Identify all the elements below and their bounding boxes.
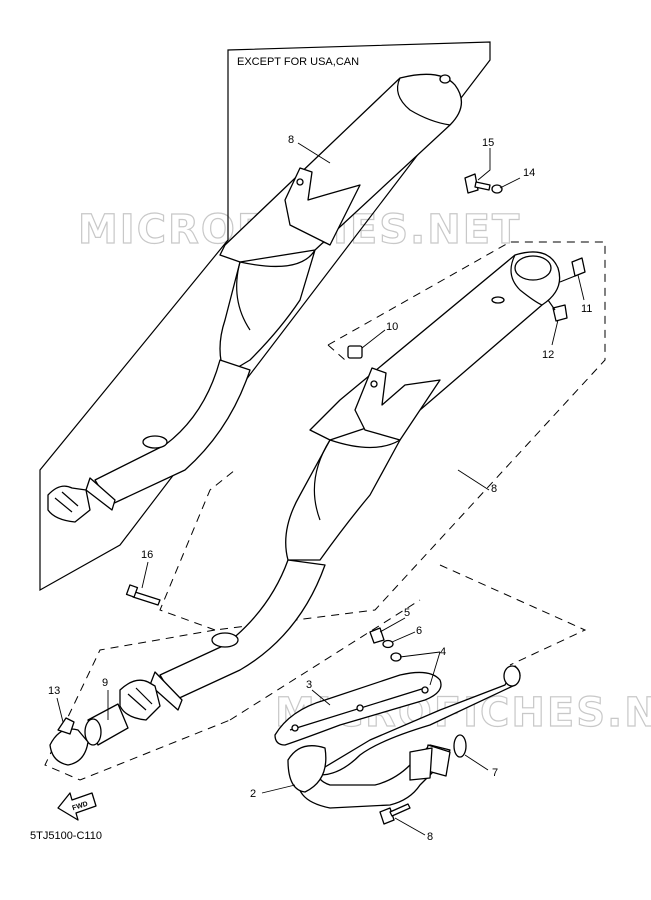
callout-3: 4	[440, 646, 446, 658]
bolt-7	[379, 803, 411, 825]
exhaust-pipe-1	[287, 665, 521, 809]
callout-14: 14	[523, 167, 535, 179]
dashed-assembly-outline	[44, 241, 606, 781]
except-usa-can-frame: EXCEPT FOR USA,CAN	[39, 41, 491, 592]
callout-6: 7	[492, 767, 498, 779]
callout-13: 13	[48, 685, 60, 697]
bolt-12	[547, 299, 568, 322]
bolt-11	[559, 257, 586, 283]
callout-2: 3	[306, 679, 312, 691]
callout-15: 15	[482, 137, 494, 149]
muffler-upper	[47, 73, 462, 523]
damper-10	[347, 345, 363, 359]
callout-7: 8	[427, 831, 433, 843]
bolt-15	[464, 173, 491, 194]
clamp-13	[49, 717, 89, 766]
callout-11: 11	[581, 303, 592, 315]
callout-8-lower: 8	[491, 483, 497, 495]
callout-8-upper: 8	[288, 134, 294, 146]
callout-12: 12	[542, 349, 554, 361]
callout-9: 9	[102, 677, 108, 689]
callout-1: 2	[250, 788, 256, 800]
callout-16: 16	[141, 549, 153, 561]
leader-lines	[56, 142, 585, 836]
gasket-sleeve-9	[84, 703, 129, 746]
bolt-16	[125, 584, 161, 606]
diagram-code: 5TJ5100-C110	[30, 830, 102, 842]
gasket-6	[453, 734, 467, 758]
muffler-lower	[119, 251, 561, 721]
fwd-arrow: FWD	[57, 792, 97, 821]
callouts: 8 15 14 10 11 12 8 16 13 9 5 6 4 3 2 7 8	[48, 134, 592, 843]
callout-5: 6	[416, 625, 422, 637]
frame-label: EXCEPT FOR USA,CAN	[237, 56, 359, 68]
protector-2	[274, 671, 442, 746]
washer-14	[491, 184, 503, 194]
callout-4: 5	[404, 607, 410, 619]
washer-5	[382, 639, 394, 649]
fwd-label: FWD	[71, 801, 88, 813]
callout-10: 10	[386, 321, 398, 333]
